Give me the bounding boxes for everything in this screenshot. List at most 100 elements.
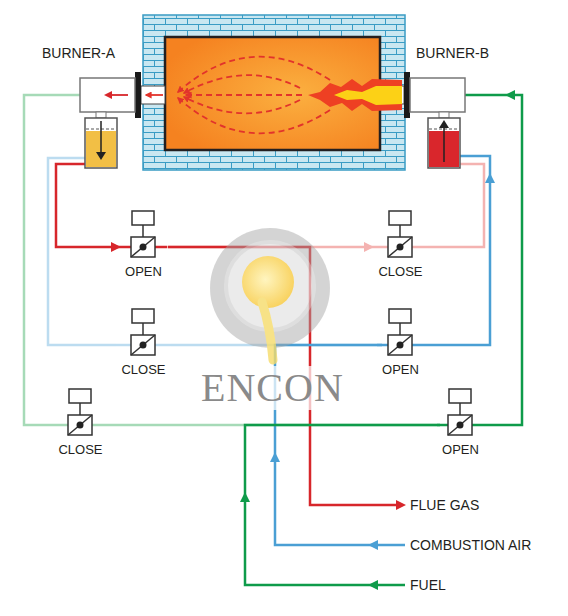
burner-body: [410, 78, 465, 112]
gas-flow-arrow: [178, 57, 330, 92]
gas-flow-arrow: [184, 97, 300, 113]
valve-body: [131, 237, 155, 257]
regenerator: [85, 118, 117, 168]
valve-disc: [68, 415, 92, 435]
valve-state: CLOSE: [378, 263, 422, 280]
pipe-stub: [155, 344, 171, 347]
valve-body: [68, 415, 92, 435]
pipe-connector: [424, 174, 490, 345]
valve-stem: [399, 225, 401, 237]
pipe-stub: [116, 344, 131, 347]
flow-arrowhead: [96, 152, 106, 160]
valve-actuator: [389, 309, 411, 323]
valve-disc: [388, 335, 412, 355]
burner-neck: [96, 112, 106, 118]
pipe-stub: [460, 164, 484, 174]
pipe-connector: [56, 174, 120, 247]
valve-actuator: [69, 389, 91, 403]
combustion-air-arrowhead: [368, 540, 378, 550]
pipe-stub: [373, 246, 388, 249]
pipe-stub: [92, 424, 108, 427]
pipe-stub: [48, 158, 85, 174]
valve-state: CLOSE: [58, 441, 102, 458]
valve-stem: [142, 225, 144, 237]
pipe-stub: [437, 424, 448, 427]
watermark: ENCON: [197, 366, 348, 410]
valve-state: CLOSE: [121, 361, 165, 378]
valve-body: [131, 335, 155, 355]
burner-label: BURNER-A: [42, 44, 115, 62]
valve-stem: [142, 323, 144, 335]
pipe-stub: [472, 424, 484, 427]
valve-state: OPEN: [125, 263, 162, 280]
valve-stem: [79, 403, 81, 415]
gas-flow-arrow: [186, 94, 302, 96]
pipe-stub: [53, 424, 68, 427]
valve-disc: [388, 237, 412, 257]
pipe-connector: [428, 174, 484, 247]
valve-actuator: [132, 211, 154, 225]
burner-node: BURNER-A: [40, 42, 142, 174]
flow-label: COMBUSTION AIR: [410, 536, 531, 554]
flow-label: FUEL: [410, 576, 446, 594]
burner-symbol: [408, 42, 506, 174]
valve-disc: [131, 335, 155, 355]
flow-arrowhead: [104, 91, 112, 99]
valve-disc: [131, 237, 155, 257]
valve-pivot: [397, 342, 404, 349]
flue-gas-arrowhead: [396, 500, 406, 510]
valve-stem: [399, 323, 401, 335]
flow-arrow: [112, 94, 128, 96]
flow-arrow: [100, 121, 102, 152]
valve-pivot: [77, 422, 84, 429]
valve-pivot: [397, 244, 404, 251]
fuel-arrowhead: [240, 492, 250, 502]
flow-arrow: [443, 128, 445, 162]
valve-body: [388, 335, 412, 355]
valve-actuator: [132, 309, 154, 323]
pipe-stub: [40, 94, 80, 97]
pipe-stub: [120, 246, 131, 249]
valve-body: [388, 237, 412, 257]
pipe-connector: [24, 95, 53, 425]
burner-body: [80, 78, 135, 112]
pipe-stub: [412, 246, 428, 249]
pipe-connector: [48, 174, 116, 345]
flange-a: [135, 72, 141, 118]
flue-gas-line: [168, 247, 398, 505]
logo-stream: [262, 302, 273, 360]
valve-disc: [448, 415, 472, 435]
valve-body: [448, 415, 472, 435]
fuel-arrowhead: [368, 580, 378, 590]
valve-state: OPEN: [442, 441, 479, 458]
burner-label: BURNER-B: [416, 44, 489, 62]
valve-node: OPEN: [437, 387, 484, 460]
valve-node: OPEN: [377, 307, 424, 380]
burner-node: BURNER-B: [408, 42, 506, 174]
logo-mark: [210, 228, 330, 360]
flame-outer: [308, 79, 402, 111]
port-flow-arrow: [146, 94, 163, 96]
gas-flow-arrow: [184, 75, 300, 93]
valve-node: CLOSE: [116, 307, 171, 380]
valve-actuator: [449, 389, 471, 403]
gas-flow-arrows: [178, 57, 330, 134]
combustion-air-arrowhead: [270, 452, 280, 462]
burner-symbol: [40, 42, 142, 174]
valve-pivot: [140, 244, 147, 251]
pipe-stub: [465, 94, 506, 97]
valve-node: OPEN: [120, 209, 167, 282]
furnace-wall: [143, 15, 405, 170]
flow-label: FLUE GAS: [410, 496, 479, 514]
port-a: [141, 86, 165, 104]
valve-state: OPEN: [382, 361, 419, 378]
valve-node: CLOSE: [53, 387, 108, 460]
pipe-stub: [412, 344, 424, 347]
valve-actuator: [389, 211, 411, 225]
pipe-stub: [377, 344, 388, 347]
valve-node: CLOSE: [373, 209, 428, 282]
gas-flow-arrow: [178, 98, 330, 133]
flow-arrowhead: [439, 120, 449, 128]
pipe-stub: [56, 164, 85, 174]
logo-ladle: [242, 256, 294, 308]
